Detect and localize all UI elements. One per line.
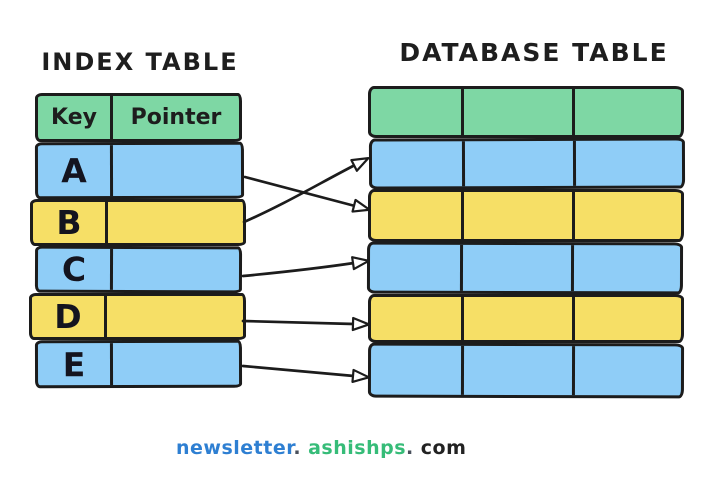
db-cell <box>371 89 461 135</box>
index-row-d: D <box>29 293 246 340</box>
index-pointer-cell-b <box>108 202 243 243</box>
db-cell <box>371 192 461 239</box>
index-pointer-cell-c <box>113 249 239 290</box>
db-row-2 <box>368 189 684 242</box>
index-pointer-cell-a <box>113 145 241 196</box>
db-cell <box>460 89 573 135</box>
db-row-3 <box>366 241 684 295</box>
index-key-e: E <box>62 344 86 384</box>
index-key-cell-c: C <box>37 248 114 290</box>
db-cell <box>571 245 681 292</box>
footer-url: newsletter.ashishps.com <box>176 437 466 459</box>
index-key-c: C <box>61 249 87 289</box>
index-pointer-cell-e <box>113 343 239 385</box>
database-table-title: DATABASE TABLE <box>399 38 669 67</box>
index-row-e: E <box>34 339 243 389</box>
db-cell <box>572 89 681 135</box>
db-cell <box>371 297 461 340</box>
db-cell <box>461 140 574 187</box>
footer-com: com <box>420 437 467 459</box>
index-header-pointer-cell: Pointer <box>113 96 239 139</box>
index-row-b: B <box>30 199 246 246</box>
db-cell <box>460 297 573 340</box>
index-header-row: Key Pointer <box>35 93 242 142</box>
db-cell <box>460 345 573 396</box>
db-cell <box>572 346 682 396</box>
db-cell <box>372 141 462 186</box>
db-cell <box>572 192 681 239</box>
index-table: Key Pointer A B C D <box>29 93 246 389</box>
arrow-b-to-db-row-2 <box>242 157 370 224</box>
db-cell <box>370 245 460 291</box>
index-table-title: INDEX TABLE <box>41 48 239 76</box>
footer-newsletter: newsletter <box>176 437 294 459</box>
key-column-header: Key <box>51 105 97 130</box>
index-row-c: C <box>34 245 243 294</box>
footer-ashishps: ashishps <box>308 437 407 459</box>
db-cell <box>573 140 683 186</box>
db-header-row <box>368 86 684 138</box>
db-row-5 <box>367 342 685 399</box>
index-key-cell-a: A <box>37 145 114 197</box>
database-table <box>366 86 686 399</box>
arrow-c-to-db-row-4 <box>241 256 370 278</box>
db-row-1 <box>368 137 686 190</box>
db-cell <box>572 297 681 340</box>
footer-dot-1: . <box>293 437 302 459</box>
arrow-a-to-db-row-3 <box>243 175 371 213</box>
arrow-d-to-db-row-5 <box>241 316 371 332</box>
index-header-key-cell: Key <box>38 96 113 139</box>
index-key-cell-b: B <box>33 202 108 243</box>
db-cell <box>371 346 461 395</box>
index-key-cell-d: D <box>32 296 107 337</box>
footer-dot-2: . <box>406 437 414 459</box>
index-pointer-cell-d <box>107 296 243 337</box>
db-cell <box>459 244 572 292</box>
db-row-4 <box>368 294 684 343</box>
index-key-b: B <box>56 203 82 242</box>
pointer-column-header: Pointer <box>130 105 222 130</box>
index-key-d: D <box>54 297 82 336</box>
index-key-cell-e: E <box>37 343 114 386</box>
index-row-a: A <box>34 141 245 200</box>
db-cell <box>460 192 573 239</box>
index-key-a: A <box>61 151 87 191</box>
arrow-e-to-db-row-6 <box>241 364 371 383</box>
